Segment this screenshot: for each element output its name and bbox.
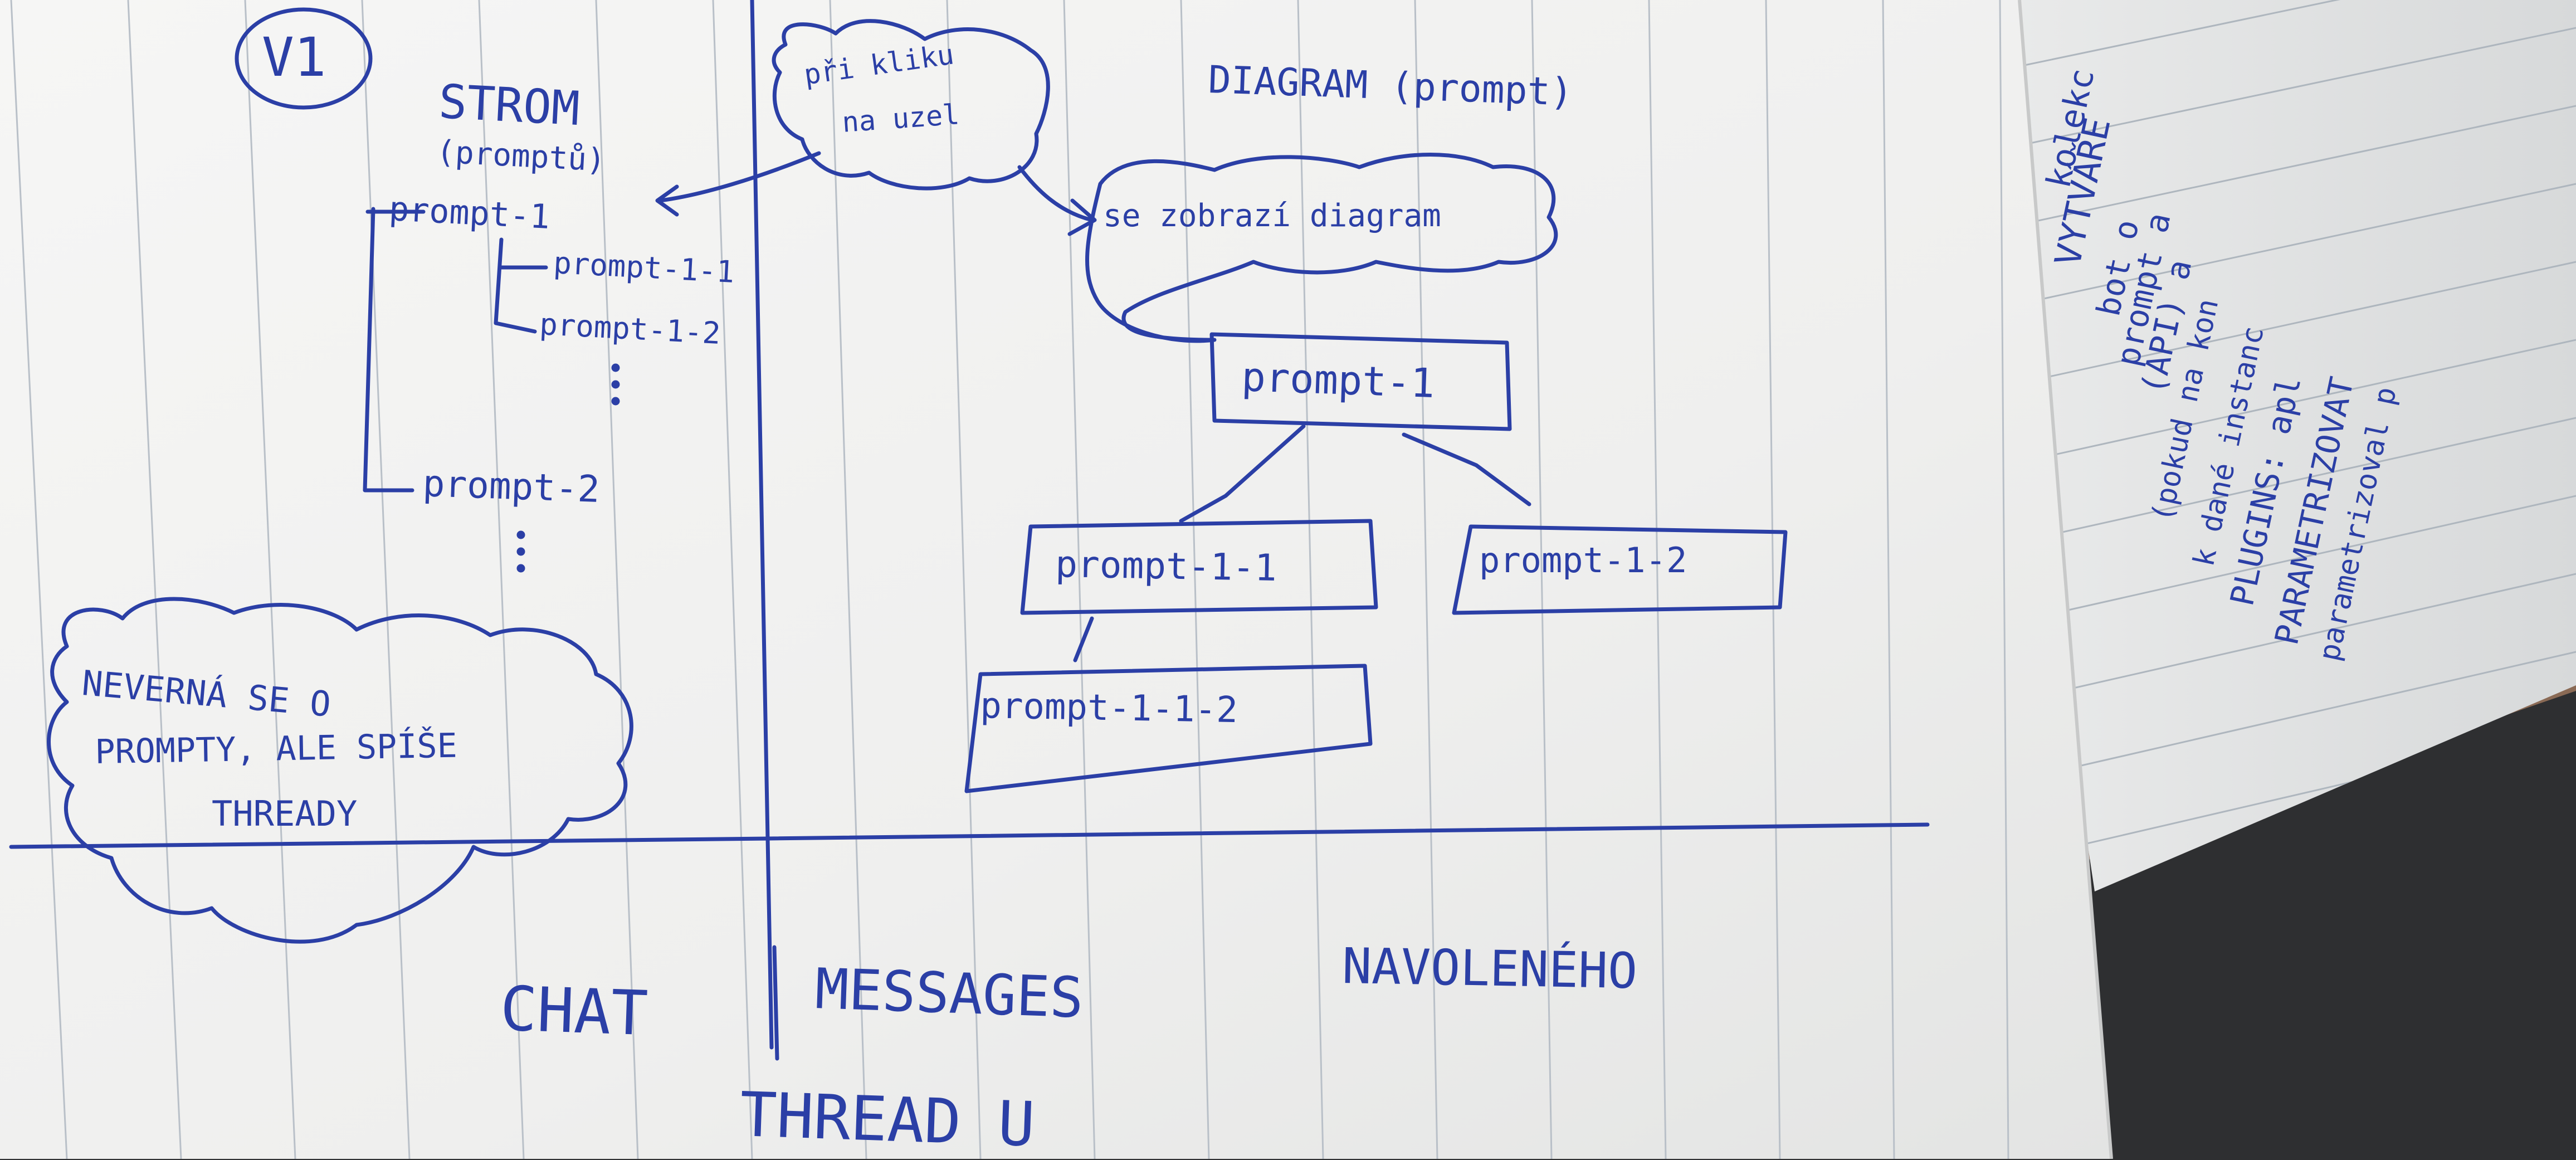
bottom-label-messages: MESSAGES bbox=[814, 956, 1085, 1031]
tree-title: STROM bbox=[437, 74, 581, 137]
bottom-divider bbox=[772, 945, 779, 1061]
edge-1-to-1-1 bbox=[1179, 424, 1306, 523]
tree-item-prompt-1-2: prompt-1-2 bbox=[538, 306, 721, 351]
tree-trunk bbox=[363, 207, 414, 493]
diagram-node-prompt-1-1-2-box bbox=[964, 664, 1373, 793]
vertical-divider bbox=[750, 0, 774, 1050]
tree-subtitle: (promptů) bbox=[435, 134, 607, 179]
arrow-to-tree-head bbox=[655, 184, 679, 217]
version-mark: V1 bbox=[262, 26, 326, 89]
diagram-node-prompt-1: prompt-1 bbox=[1241, 353, 1436, 407]
diagram-node-prompt-1-1: prompt-1-1 bbox=[1055, 543, 1277, 589]
diagram-node-prompt-1-box bbox=[1209, 332, 1512, 431]
tree-item-prompt-2: prompt-2 bbox=[422, 462, 601, 511]
fabric bbox=[2061, 691, 2576, 1159]
bottom-label-chat: CHAT bbox=[499, 973, 650, 1050]
click-bubble-line-2: na uzel bbox=[841, 98, 960, 139]
arrow-to-tree bbox=[658, 151, 821, 203]
warning-line-3: THREADY bbox=[212, 793, 358, 834]
diagram-node-prompt-1-2: prompt-1-2 bbox=[1479, 540, 1687, 581]
diagram-bubble bbox=[1085, 153, 1558, 343]
arrow-to-diagram-head bbox=[1067, 198, 1097, 236]
horizontal-divider bbox=[9, 822, 1930, 849]
arrow-to-diagram bbox=[1017, 165, 1094, 222]
click-bubble bbox=[772, 19, 1050, 191]
main-page bbox=[0, 0, 2111, 1159]
diagram-node-prompt-1-1-2: prompt-1-1-2 bbox=[979, 685, 1238, 732]
side-page bbox=[2011, 0, 2576, 891]
tree-subtrunk bbox=[494, 237, 537, 334]
warning-line-2: PROMPTY, ALE SPÍŠE bbox=[94, 726, 458, 772]
bottom-label-navoleneho: NAVOLENÉHO bbox=[1341, 937, 1638, 1000]
diagram-node-prompt-1-1-box bbox=[1020, 519, 1378, 615]
warning-cloud bbox=[47, 597, 633, 944]
version-circle bbox=[235, 7, 373, 110]
diagram-bubble-text: se zobrazí diagram bbox=[1103, 198, 1441, 234]
diagram-node-prompt-1-2-box bbox=[1452, 524, 1788, 615]
edge-1-to-1-2 bbox=[1402, 432, 1531, 506]
edge-1-1-to-1-1-2 bbox=[1073, 616, 1094, 662]
tree-item-prompt-1: prompt-1 bbox=[388, 189, 551, 237]
tree-item-prompt-1-1: prompt-1-1 bbox=[552, 245, 735, 290]
bottom-label-thread: THREAD U bbox=[738, 1079, 1036, 1160]
